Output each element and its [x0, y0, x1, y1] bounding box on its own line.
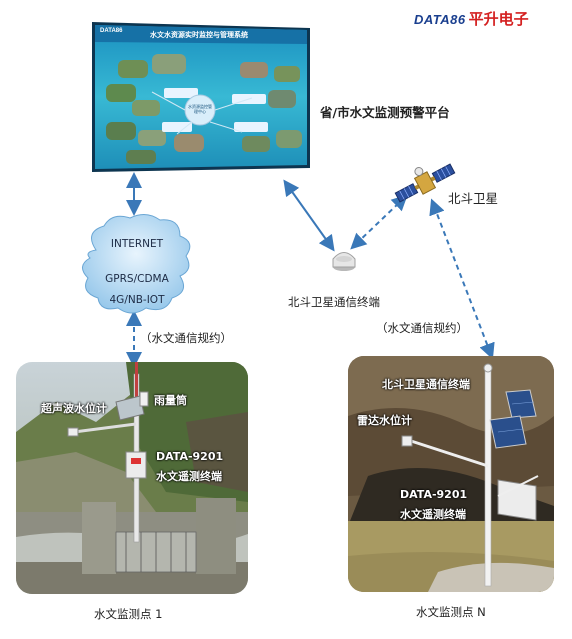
platform-screen: DATA86 水文水资源实时监控与管理系统 水资源监控管理中心 [92, 22, 310, 172]
site1-ultrasonic-label: 超声波水位计 [41, 402, 107, 415]
arrow-satellite-siteN [429, 198, 495, 360]
brand-name: 平升电子 [468, 11, 529, 28]
siteN-device-model: DATA-9201 [400, 488, 468, 501]
screen-logo: DATA86 [100, 28, 123, 34]
siteN-device-name: 水文遥测终端 [400, 508, 466, 521]
siteN-caption: 水文监测点 N [416, 605, 486, 619]
site1-photo [16, 362, 248, 594]
cloud-internet: INTERNET [110, 238, 164, 250]
site1-rain-gauge-label: 雨量筒 [154, 394, 187, 407]
site1-device-model: DATA-9201 [156, 450, 224, 463]
brand-logo-text: DATA86 [414, 12, 466, 27]
platform-label: 省/市水文监测预警平台 [320, 105, 450, 120]
siteN-photo [348, 356, 554, 592]
site1-caption: 水文监测点 1 [94, 607, 163, 621]
cloud-4g: 4G/NB-IOT [109, 294, 165, 306]
arrow-terminal-satellite [350, 194, 408, 250]
siteN-radar-label: 雷达水位计 [357, 414, 412, 427]
screen-center-label: 水资源监控管理中心 [188, 104, 212, 114]
screen-title: 水文水资源实时监控与管理系统 [150, 31, 248, 39]
satellite-icon [394, 163, 456, 203]
beidou-terminal-icon [332, 252, 356, 271]
network-cloud [82, 214, 191, 314]
protocol-right: （水文通信规约） [376, 321, 468, 335]
arrow-platform-terminal [283, 179, 335, 252]
terminal-label: 北斗卫星通信终端 [288, 295, 380, 309]
protocol-left: （水文通信规约） [140, 331, 232, 345]
siteN-beidou-label: 北斗卫星通信终端 [382, 378, 470, 391]
satellite-label: 北斗卫星 [448, 191, 499, 206]
screen-tiles [106, 54, 302, 164]
site1-device-name: 水文遥测终端 [156, 470, 222, 483]
cloud-gprs: GPRS/CDMA [105, 273, 169, 285]
